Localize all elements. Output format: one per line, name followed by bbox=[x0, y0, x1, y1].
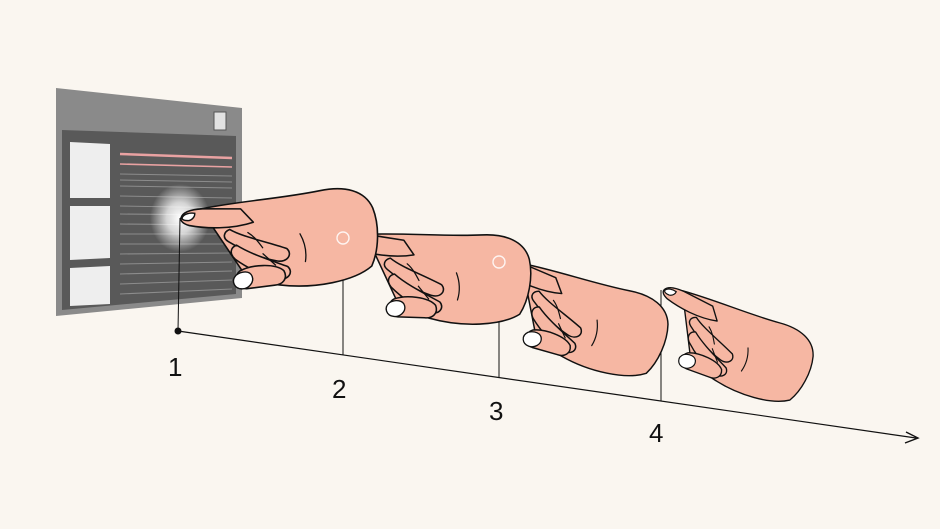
step-label-3: 3 bbox=[489, 396, 503, 426]
hand-step-4 bbox=[637, 272, 824, 416]
sidebar-tile bbox=[70, 266, 110, 306]
step-label-4: 4 bbox=[649, 418, 663, 448]
step-label-1: 1 bbox=[168, 352, 182, 382]
tablet-screen bbox=[56, 88, 242, 316]
highlight-line bbox=[119, 163, 233, 168]
sidebar-tile bbox=[70, 206, 110, 260]
touch-ring-2 bbox=[336, 231, 350, 245]
window-control-icon bbox=[213, 111, 227, 131]
highlight-line bbox=[119, 152, 233, 160]
touch-ring-3 bbox=[492, 255, 506, 269]
timeline-arrowhead bbox=[904, 431, 920, 444]
step-label-2: 2 bbox=[332, 374, 346, 404]
timeline-line bbox=[177, 330, 917, 439]
sidebar-tile bbox=[70, 142, 110, 198]
drop-line-1 bbox=[177, 217, 181, 332]
